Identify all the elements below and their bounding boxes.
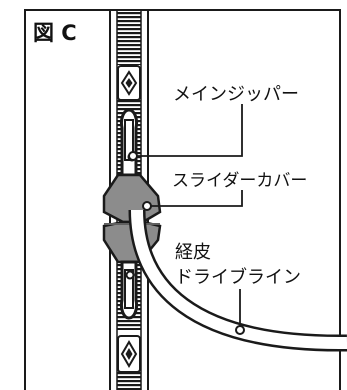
leader-lines (133, 104, 243, 330)
zipper-pull-tab-bottom (117, 335, 141, 373)
figure-label: 図 C (33, 21, 77, 45)
leader-dot-drive-line (235, 325, 245, 335)
leader-dot-slider-cover (142, 201, 152, 211)
leader-dot-main-zipper (128, 151, 138, 161)
zipper-slider-lower (120, 260, 138, 320)
zipper-slider-upper (120, 108, 138, 177)
figure-frame (24, 9, 341, 390)
drive-line-fill (131, 209, 347, 350)
label-drive-line-line2: ドライブライン (175, 266, 301, 288)
label-main-zipper: メインジッパー (173, 84, 299, 105)
label-drive-line-line1: 経皮 (175, 242, 211, 263)
label-slider-cover: スライダーカバー (172, 171, 307, 191)
zipper-pull-tab-top (117, 65, 141, 101)
